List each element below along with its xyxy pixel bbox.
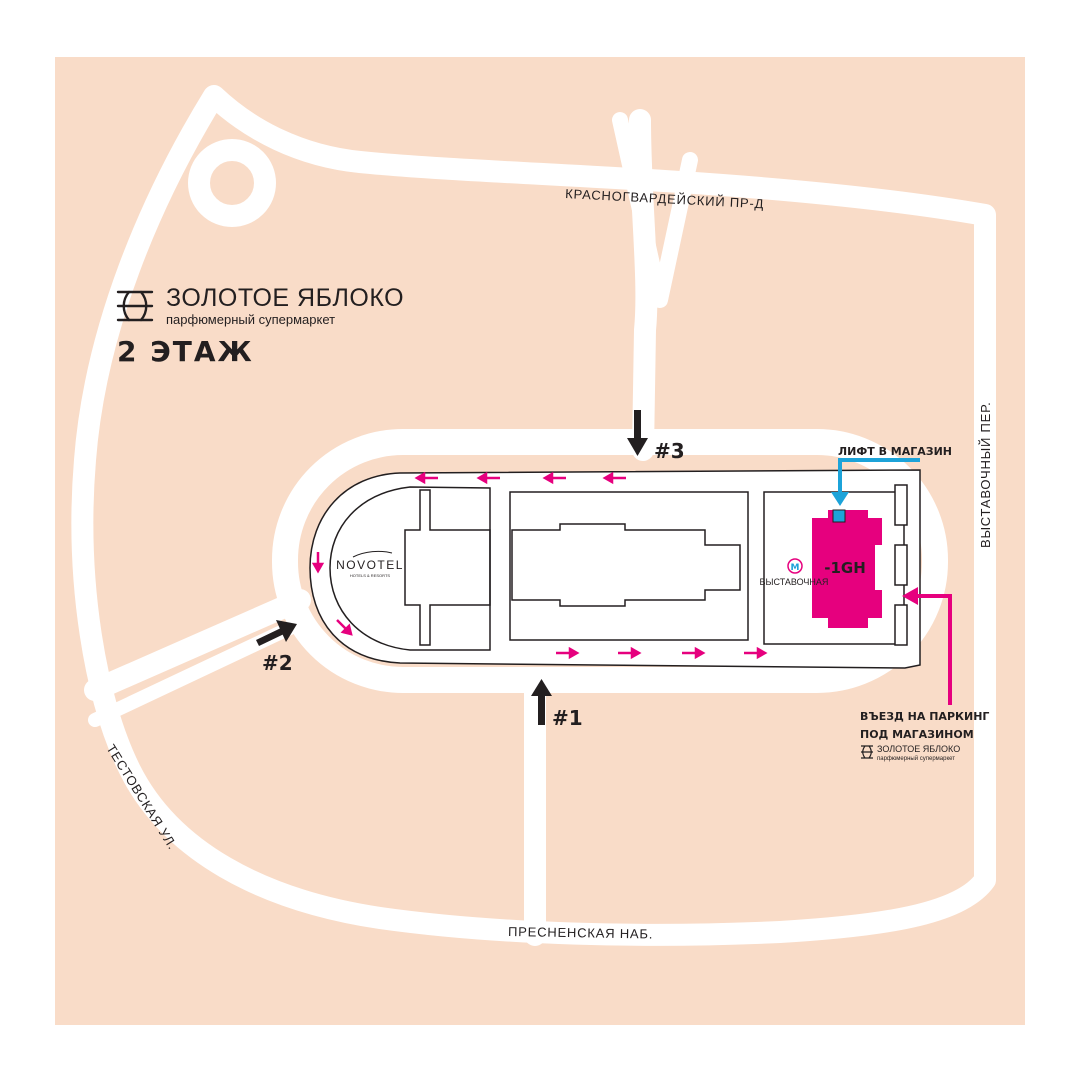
traffic-arrow-right-3	[682, 646, 706, 660]
store-code: -1GH	[824, 559, 866, 577]
central-building	[509, 491, 749, 641]
lift-pointer	[838, 458, 920, 495]
traffic-arrow-left-3	[542, 471, 566, 485]
traffic-arrow-right-2	[618, 646, 642, 660]
floor-label: 2 ЭТАЖ	[117, 335, 254, 368]
traffic-arrow-right-1	[556, 646, 580, 660]
parking-pointer	[918, 594, 952, 705]
hotel-building	[329, 486, 491, 651]
entrance-3-arrow-icon	[627, 410, 648, 456]
hotel-subtitle: HOTELS & RESORTS	[350, 573, 390, 578]
outer-loop-road	[71, 85, 996, 946]
small-brand-logo-icon	[861, 745, 873, 759]
north-road	[629, 109, 658, 461]
lift-marker[interactable]	[832, 509, 846, 523]
traffic-arrow-left-1	[414, 471, 438, 485]
traffic-arrow-diag	[336, 619, 353, 636]
east-annex-3	[894, 604, 908, 646]
lift-pointer-head	[831, 492, 849, 506]
diagonal-road-left	[84, 589, 311, 701]
store-location[interactable]	[812, 510, 882, 628]
entrance-1-label: #1	[552, 706, 583, 730]
small-brand-tagline: парфюмерный супермаркет	[877, 755, 955, 762]
svg-text:М: М	[791, 563, 800, 573]
parking-label-line1: ВЪЕЗД НА ПАРКИНГ	[860, 710, 989, 723]
central-inner	[511, 523, 741, 607]
small-brand-name: ЗОЛОТОЕ ЯБЛОКО	[877, 744, 960, 754]
hotel-inner	[404, 489, 491, 646]
entrance-1-arrow-icon	[531, 679, 552, 725]
traffic-arrow-left-4	[602, 471, 626, 485]
traffic-arrow-down	[311, 552, 325, 574]
lift-label: ЛИФТ В МАГАЗИН	[838, 445, 952, 458]
brand-logo-icon	[116, 290, 154, 322]
north-road-fork	[612, 112, 698, 308]
road-network	[71, 85, 996, 946]
parking-label-line2: ПОД МАГАЗИНОМ	[860, 728, 974, 741]
roundabout	[188, 139, 276, 227]
hotel-logo-swoosh-icon	[352, 550, 393, 558]
street-east: ВЫСТАВОЧНЫЙ ПЕР.	[978, 401, 993, 548]
entrance-2-arrow-icon	[256, 620, 297, 646]
brand-tagline: парфюмерный супермаркет	[166, 312, 336, 327]
metro-icon: М	[787, 558, 803, 574]
hotel-name: NOVOTEL	[336, 558, 404, 572]
traffic-arrow-right-4	[744, 646, 768, 660]
brand-name: ЗОЛОТОЕ ЯБЛОКО	[166, 284, 405, 312]
entrance-3-label: #3	[654, 439, 685, 463]
metro-station-label: ВЫСТАВОЧНАЯ	[760, 577, 829, 587]
parking-pointer-head	[902, 587, 918, 605]
diagonal-road-left-2	[88, 621, 297, 727]
east-annex-1	[894, 484, 908, 526]
traffic-arrow-left-2	[476, 471, 500, 485]
street-south: ПРЕСНЕНСКАЯ НАБ.	[508, 924, 653, 942]
east-annex-2	[894, 544, 908, 586]
traffic-arrows	[311, 471, 768, 660]
ring-road	[272, 429, 948, 693]
entrance-2-label: #2	[262, 651, 293, 675]
